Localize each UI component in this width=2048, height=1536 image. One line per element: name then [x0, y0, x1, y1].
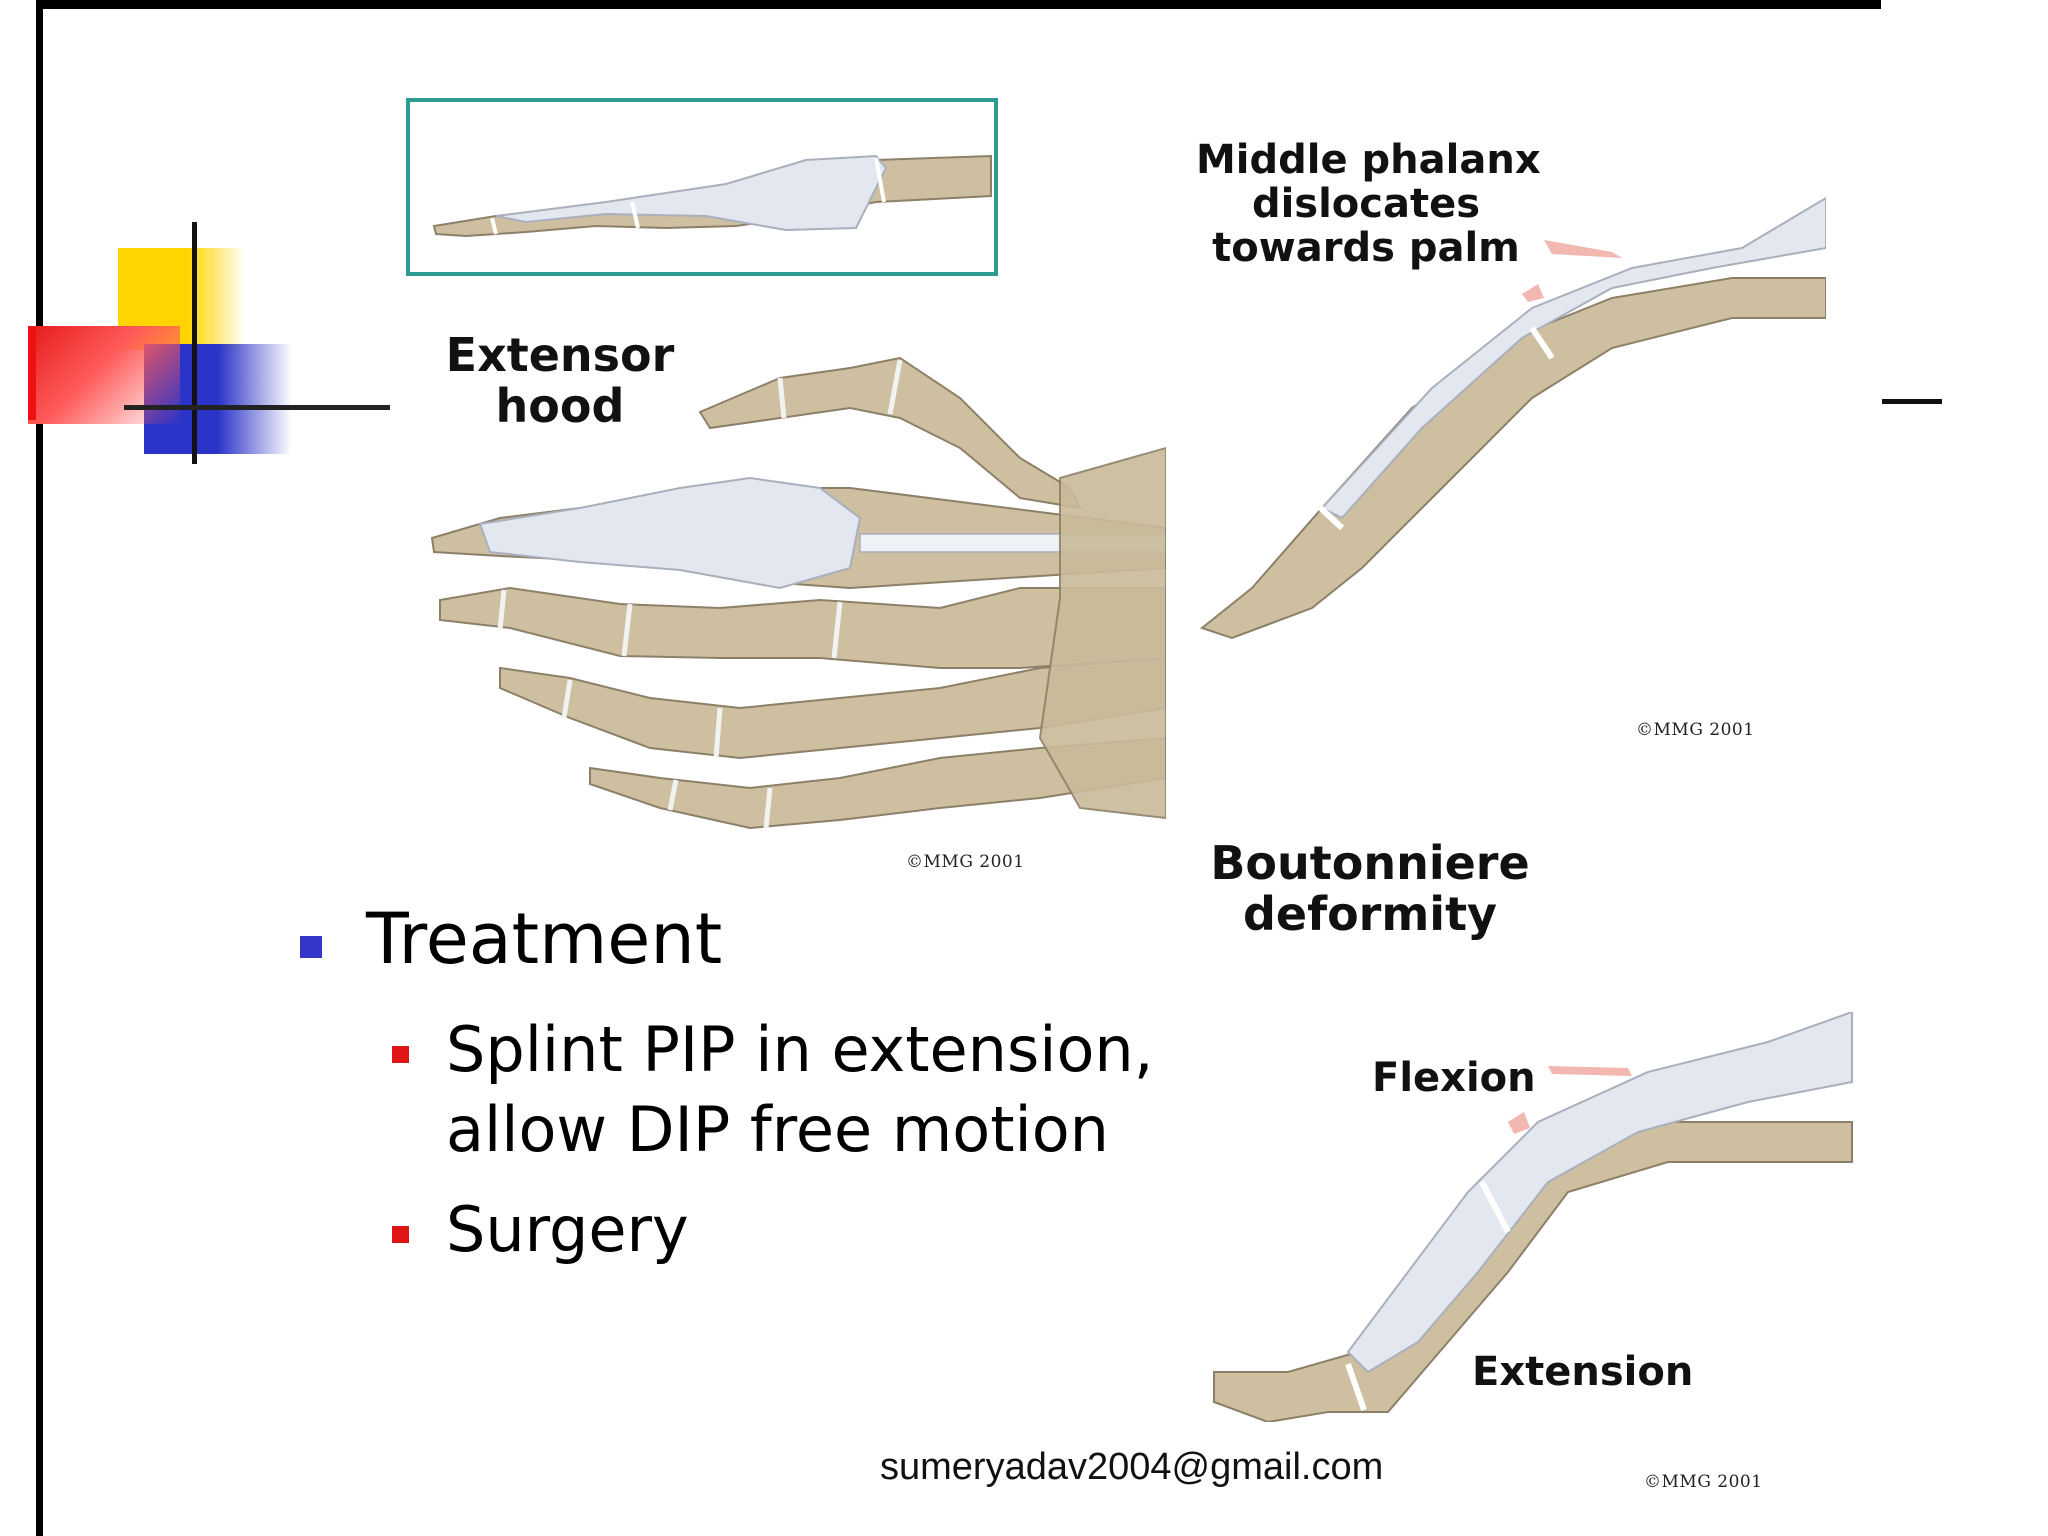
bullet-splint-line1: Splint PIP in extension,: [446, 1010, 1153, 1090]
bullet-treatment-text: Treatment: [366, 898, 723, 980]
inset-finger-illustration: [406, 98, 998, 278]
dislocated-finger-illustration: [1192, 188, 1826, 648]
decor-vertical-line: [192, 222, 197, 464]
label-extension: Extension: [1472, 1349, 1694, 1395]
decor-horizontal-line: [124, 405, 390, 410]
copyright-finger-bottom: ©MMG 2001: [1644, 1472, 1763, 1492]
label-boutonniere-deformity: Boutonniere deformity: [1210, 836, 1530, 941]
flexion-extension-illustration: [1208, 1012, 1858, 1422]
bullet-splint-line2: allow DIP free motion: [446, 1090, 1109, 1170]
bullet-square-blue: [300, 936, 322, 958]
label-middle-phalanx: Middle phalanx dislocates towards palm: [1196, 137, 1541, 271]
bullet-splint-line1-text: Splint PIP in extension,: [446, 1013, 1154, 1086]
label-flexion: Flexion: [1372, 1055, 1536, 1101]
label-extensor-hood: Extensor hood: [445, 328, 675, 433]
copyright-hand: ©MMG 2001: [906, 852, 1025, 872]
bullet-surgery-text: Surgery: [446, 1193, 689, 1266]
bullet-splint-line2-text: allow DIP free motion: [446, 1093, 1109, 1166]
slide-right-tick: [1882, 399, 1942, 404]
slide-left-border: [36, 0, 43, 1536]
copyright-finger-top: ©MMG 2001: [1636, 720, 1755, 740]
slide-top-border: [36, 0, 1881, 9]
bullet-square-red: [392, 1046, 409, 1063]
bullet-square-red: [392, 1226, 409, 1243]
decor-red-edge: [28, 326, 36, 420]
hand-skeleton-illustration: [420, 338, 1166, 838]
footer-email: sumeryadav2004@gmail.com: [880, 1446, 1384, 1488]
